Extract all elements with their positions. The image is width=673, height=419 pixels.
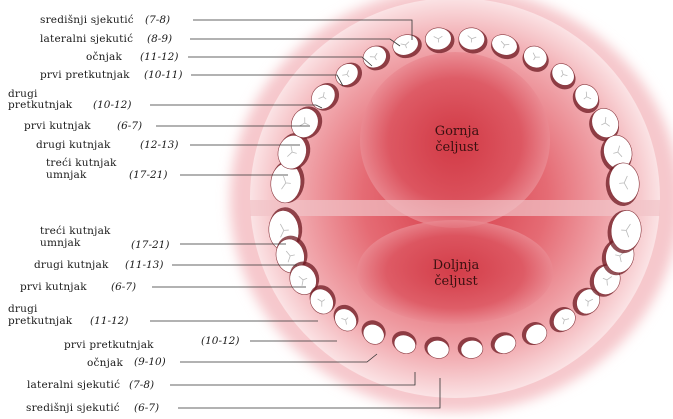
upper-label-8a: treći kutnjak	[46, 158, 117, 169]
upper-label-4: prvi pretkutnjak	[40, 70, 130, 81]
lower-range-4: (11-12)	[90, 316, 128, 327]
upper-range-1: (7-8)	[145, 15, 170, 26]
lower-label-1a: treći kutnjak	[40, 226, 111, 237]
upper-range-6: (6-7)	[117, 121, 142, 132]
lower-range-6: (9-10)	[134, 357, 166, 368]
lower-range-3: (6-7)	[111, 282, 136, 293]
lower-label-8: središnji sjekutić	[26, 403, 120, 414]
lower-range-2: (11-13)	[125, 260, 163, 271]
upper-range-5: (10-12)	[93, 100, 131, 111]
upper-label-7: drugi kutnjak	[36, 140, 111, 151]
lower-jaw-title-line2: čeljust	[418, 274, 494, 290]
upper-range-7: (12-13)	[140, 140, 178, 151]
lower-range-7: (7-8)	[129, 380, 154, 391]
upper-label-2: lateralni sjekutić	[40, 34, 133, 45]
upper-jaw-title-line1: Gornja	[422, 124, 492, 140]
lower-label-4b: pretkutnjak	[8, 316, 72, 327]
lower-range-5: (10-12)	[201, 336, 239, 347]
upper-jaw-title-line2: čeljust	[422, 140, 492, 156]
lower-label-2: drugi kutnjak	[34, 260, 109, 271]
upper-jaw-title: Gornja čeljust	[422, 124, 492, 156]
upper-range-4: (10-11)	[144, 70, 182, 81]
lower-range-8: (6-7)	[134, 403, 159, 414]
lower-label-4a: drugi	[8, 304, 38, 315]
lower-jaw-title: Doljnja čeljust	[418, 258, 494, 290]
lower-label-7: lateralni sjekutić	[27, 380, 120, 391]
lower-label-5: prvi pretkutnjak	[64, 340, 154, 351]
upper-range-2: (8-9)	[147, 34, 172, 45]
upper-label-5b: pretkutnjak	[8, 100, 72, 111]
upper-label-1: središnji sjekutić	[40, 15, 134, 26]
upper-range-8: (17-21)	[129, 170, 167, 181]
lower-label-1b: umnjak	[40, 238, 81, 249]
upper-label-6: prvi kutnjak	[24, 121, 91, 132]
upper-label-8b: umnjak	[46, 170, 87, 181]
lower-range-1: (17-21)	[131, 240, 169, 251]
upper-range-3: (11-12)	[140, 52, 178, 63]
lower-label-6: očnjak	[87, 358, 123, 369]
upper-label-3: očnjak	[86, 52, 122, 63]
lower-label-3: prvi kutnjak	[20, 282, 87, 293]
lower-jaw-title-line1: Doljnja	[418, 258, 494, 274]
jaw-gap	[250, 200, 660, 216]
